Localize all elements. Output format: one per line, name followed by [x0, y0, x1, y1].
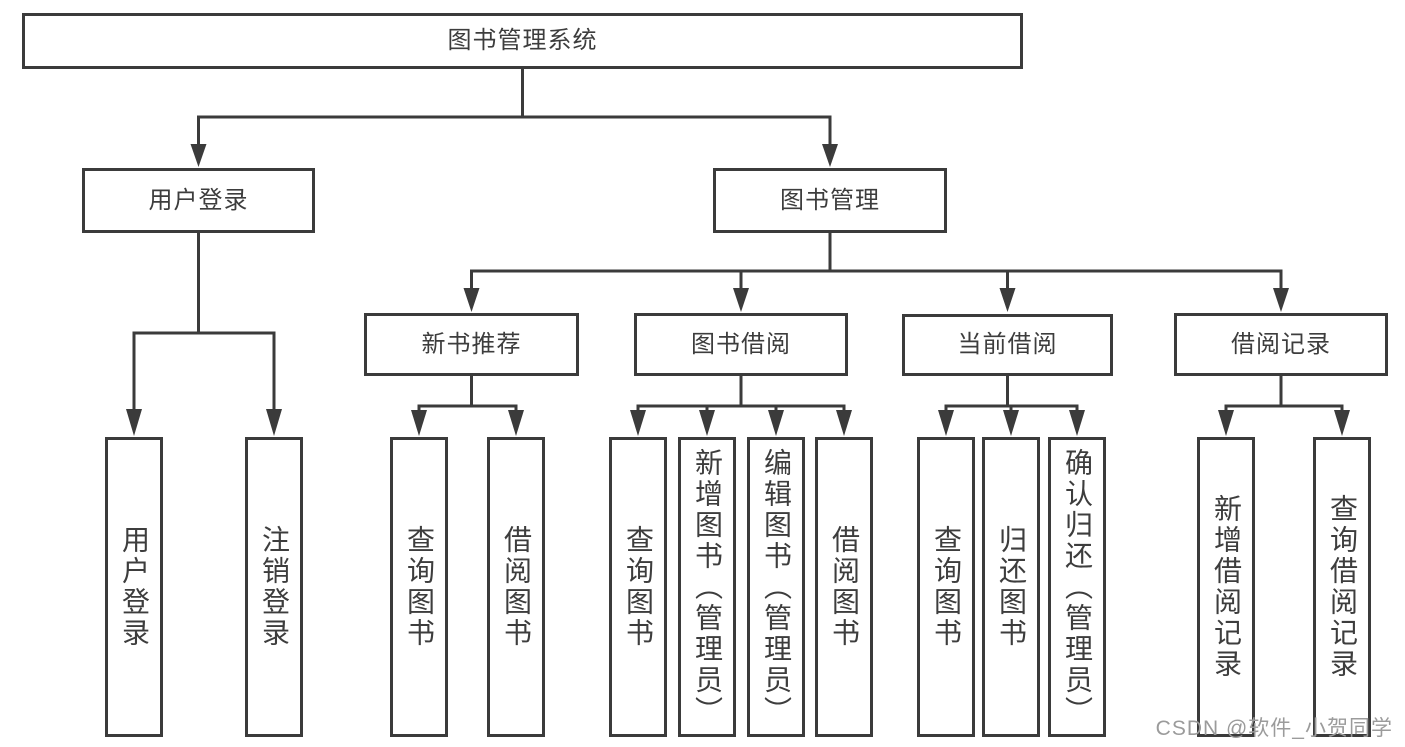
- arrow-head: [1218, 410, 1234, 436]
- arrow-head: [630, 410, 646, 436]
- connector-borrow-record-split: [1218, 376, 1350, 436]
- leaf-borrow-books: 借阅图书: [815, 437, 873, 737]
- arrow-head: [999, 288, 1016, 312]
- node-user-login: 用户登录: [82, 168, 315, 233]
- arrow-head: [822, 144, 838, 167]
- connector-new-book-split: [411, 376, 524, 436]
- node-new-book-recommend: 新书推荐: [364, 313, 579, 376]
- leaf-query-books-borrow: 查询图书: [609, 437, 667, 737]
- connector-user-login-split: [126, 232, 282, 436]
- arrow-head: [1003, 410, 1019, 436]
- arrow-head: [508, 410, 524, 436]
- arrow-head: [190, 144, 207, 167]
- arrow-head: [733, 288, 749, 312]
- arrow-head: [463, 288, 480, 312]
- leaf-query-borrow-record: 查询借阅记录: [1313, 437, 1371, 737]
- node-book-management: 图书管理: [713, 168, 947, 233]
- node-root: 图书管理系统: [22, 13, 1023, 69]
- node-current-borrowing: 当前借阅: [902, 314, 1113, 376]
- csdn-watermark: CSDN @软件_小贺同学: [1155, 717, 1393, 740]
- arrow-head: [1069, 410, 1085, 436]
- arrow-head: [836, 410, 852, 436]
- leaf-user-login: 用户登录: [105, 437, 163, 737]
- leaf-borrow-books-recommend: 借阅图书: [487, 437, 545, 737]
- connector-root-split: [190, 68, 838, 167]
- arrow-head: [1273, 288, 1289, 312]
- arrow-head: [938, 410, 954, 436]
- arrow-head: [411, 410, 427, 436]
- leaf-logout: 注销登录: [245, 437, 303, 737]
- arrow-head: [699, 410, 715, 436]
- node-borrowing-records: 借阅记录: [1174, 313, 1388, 376]
- connector-book-management-split: [463, 232, 1289, 312]
- leaf-add-book-admin: 新增图书（管理员）: [678, 437, 736, 737]
- leaf-query-books-recommend: 查询图书: [390, 437, 448, 737]
- connector-book-borrow-split: [630, 376, 852, 436]
- leaf-edit-book-admin: 编辑图书（管理员）: [747, 437, 805, 737]
- leaf-return-books: 归还图书: [982, 437, 1040, 737]
- leaf-add-borrow-record: 新增借阅记录: [1197, 437, 1255, 737]
- leaf-confirm-return-admin: 确认归还（管理员）: [1048, 437, 1106, 737]
- arrow-head: [266, 409, 282, 436]
- connector-current-borrow-split: [938, 376, 1085, 436]
- leaf-query-books-current: 查询图书: [917, 437, 975, 737]
- arrow-head: [1334, 410, 1350, 436]
- arrow-head: [126, 409, 142, 436]
- arrow-head: [768, 410, 784, 436]
- node-book-borrowing: 图书借阅: [634, 313, 848, 376]
